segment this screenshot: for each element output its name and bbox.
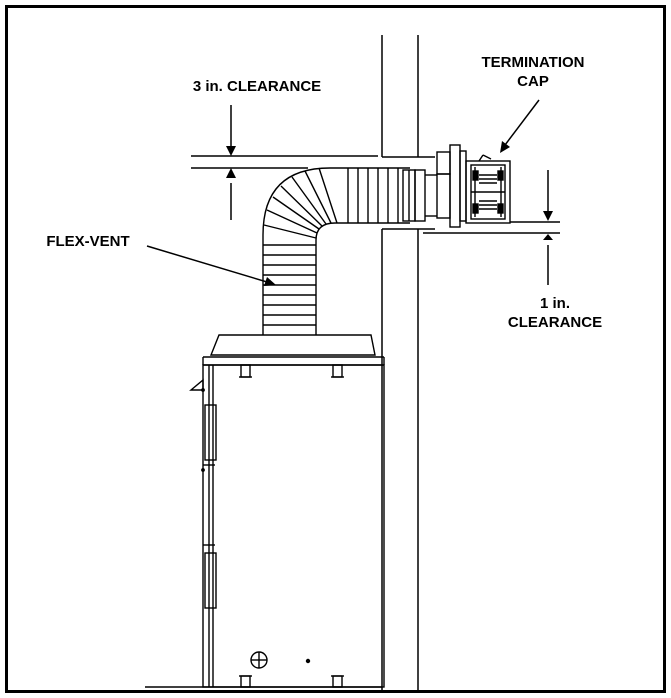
- wall-collar: [402, 169, 437, 222]
- diagram-border: [5, 5, 666, 693]
- termination-cap-arrow: [500, 99, 540, 153]
- flex-vent-arrow: [146, 245, 276, 286]
- water-heater: [189, 334, 385, 688]
- bottom-clearance-label-line2: CLEARANCE: [508, 314, 602, 331]
- flex-vent-duct: [262, 167, 410, 335]
- termination-cap-label-line2: CAP: [517, 73, 549, 90]
- wall: [381, 35, 435, 693]
- bottom-clearance-label-line1: 1 in.: [540, 295, 570, 312]
- termination-cap-label-line1: TERMINATION: [481, 54, 584, 71]
- termination-cap: [436, 144, 511, 228]
- bottom-clearance-marker: [423, 170, 560, 285]
- flex-vent-label: FLEX-VENT: [46, 233, 129, 250]
- vent-installation-diagram: 3 in. CLEARANCE: [5, 5, 666, 693]
- top-clearance-label: 3 in. CLEARANCE: [193, 78, 321, 95]
- diagram-frame: 3 in. CLEARANCE: [5, 5, 666, 693]
- top-clearance-marker: [191, 105, 378, 220]
